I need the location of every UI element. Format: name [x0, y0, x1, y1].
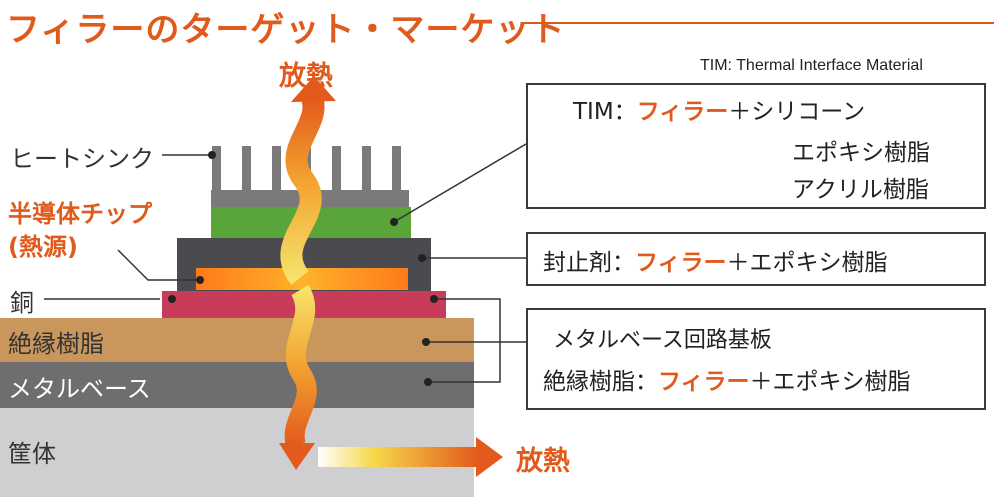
substrate-info-box: [526, 308, 986, 410]
substrate-box-filler: フィラー: [658, 369, 750, 395]
insulation-label: 絶縁樹脂: [8, 330, 104, 358]
sealant-box-prefix: 封止剤：: [543, 250, 635, 276]
insulation-layer: [0, 318, 474, 362]
metal-base-label: メタルベース: [8, 375, 151, 403]
heat-flow-up-arrow: [280, 94, 325, 285]
semiconductor-chip: [196, 268, 408, 290]
page-title: フィラーのターゲット・マーケット: [6, 10, 566, 50]
tim-info-box: [526, 83, 986, 209]
copper-label: 銅: [10, 289, 34, 317]
leader-lines: [44, 143, 527, 383]
tim-box-line2: エポキシ樹脂: [792, 140, 930, 166]
metal-base-layer: [0, 362, 474, 408]
heat-flow-down-arrowhead: [279, 443, 315, 470]
substrate-box-rest: ＋エポキシ樹脂: [749, 369, 911, 395]
tim-box-line1-rest: ＋シリコーン: [728, 99, 866, 125]
tim-box-line3: アクリル樹脂: [792, 177, 929, 203]
substrate-box-prefix: 絶縁樹脂：: [543, 369, 658, 395]
sealant-box-rest: ＋エポキシ樹脂: [726, 250, 888, 276]
substrate-box-line2: 絶縁樹脂：フィラー＋エポキシ樹脂: [543, 362, 911, 396]
heatsink-label: ヒートシンク: [10, 145, 154, 173]
title-rule: [522, 22, 994, 24]
housing-label: 筐体: [8, 440, 56, 468]
substrate-box-line1: メタルベース回路基板: [553, 328, 772, 353]
chip-label-line2: (熱源): [8, 233, 78, 261]
tim-box-prefix: TIM：: [573, 99, 637, 125]
chip-label: 半導体チップ (熱源): [8, 198, 152, 264]
heat-dissipation-top-label: 放熱: [279, 61, 333, 92]
heat-flow-right-arrowhead: [476, 437, 503, 477]
tim-definition-note: TIM: Thermal Interface Material: [700, 57, 923, 74]
sealant-info-box: [526, 232, 986, 286]
heat-flow-up-arrowhead: [291, 76, 336, 102]
heat-flow-down-arrow: [284, 284, 317, 449]
tim-box-line1: TIM：フィラー＋シリコーン: [573, 92, 865, 126]
tim-box-filler: フィラー: [636, 99, 729, 125]
sealant-box-line: 封止剤：フィラー＋エポキシ樹脂: [543, 243, 888, 277]
chip-label-line1: 半導体チップ: [8, 200, 152, 228]
sealant-box-filler: フィラー: [635, 250, 727, 276]
heat-dissipation-right-label: 放熱: [516, 446, 570, 477]
leader-dots: [168, 151, 438, 386]
heat-flow-right-arrow: [318, 447, 478, 467]
